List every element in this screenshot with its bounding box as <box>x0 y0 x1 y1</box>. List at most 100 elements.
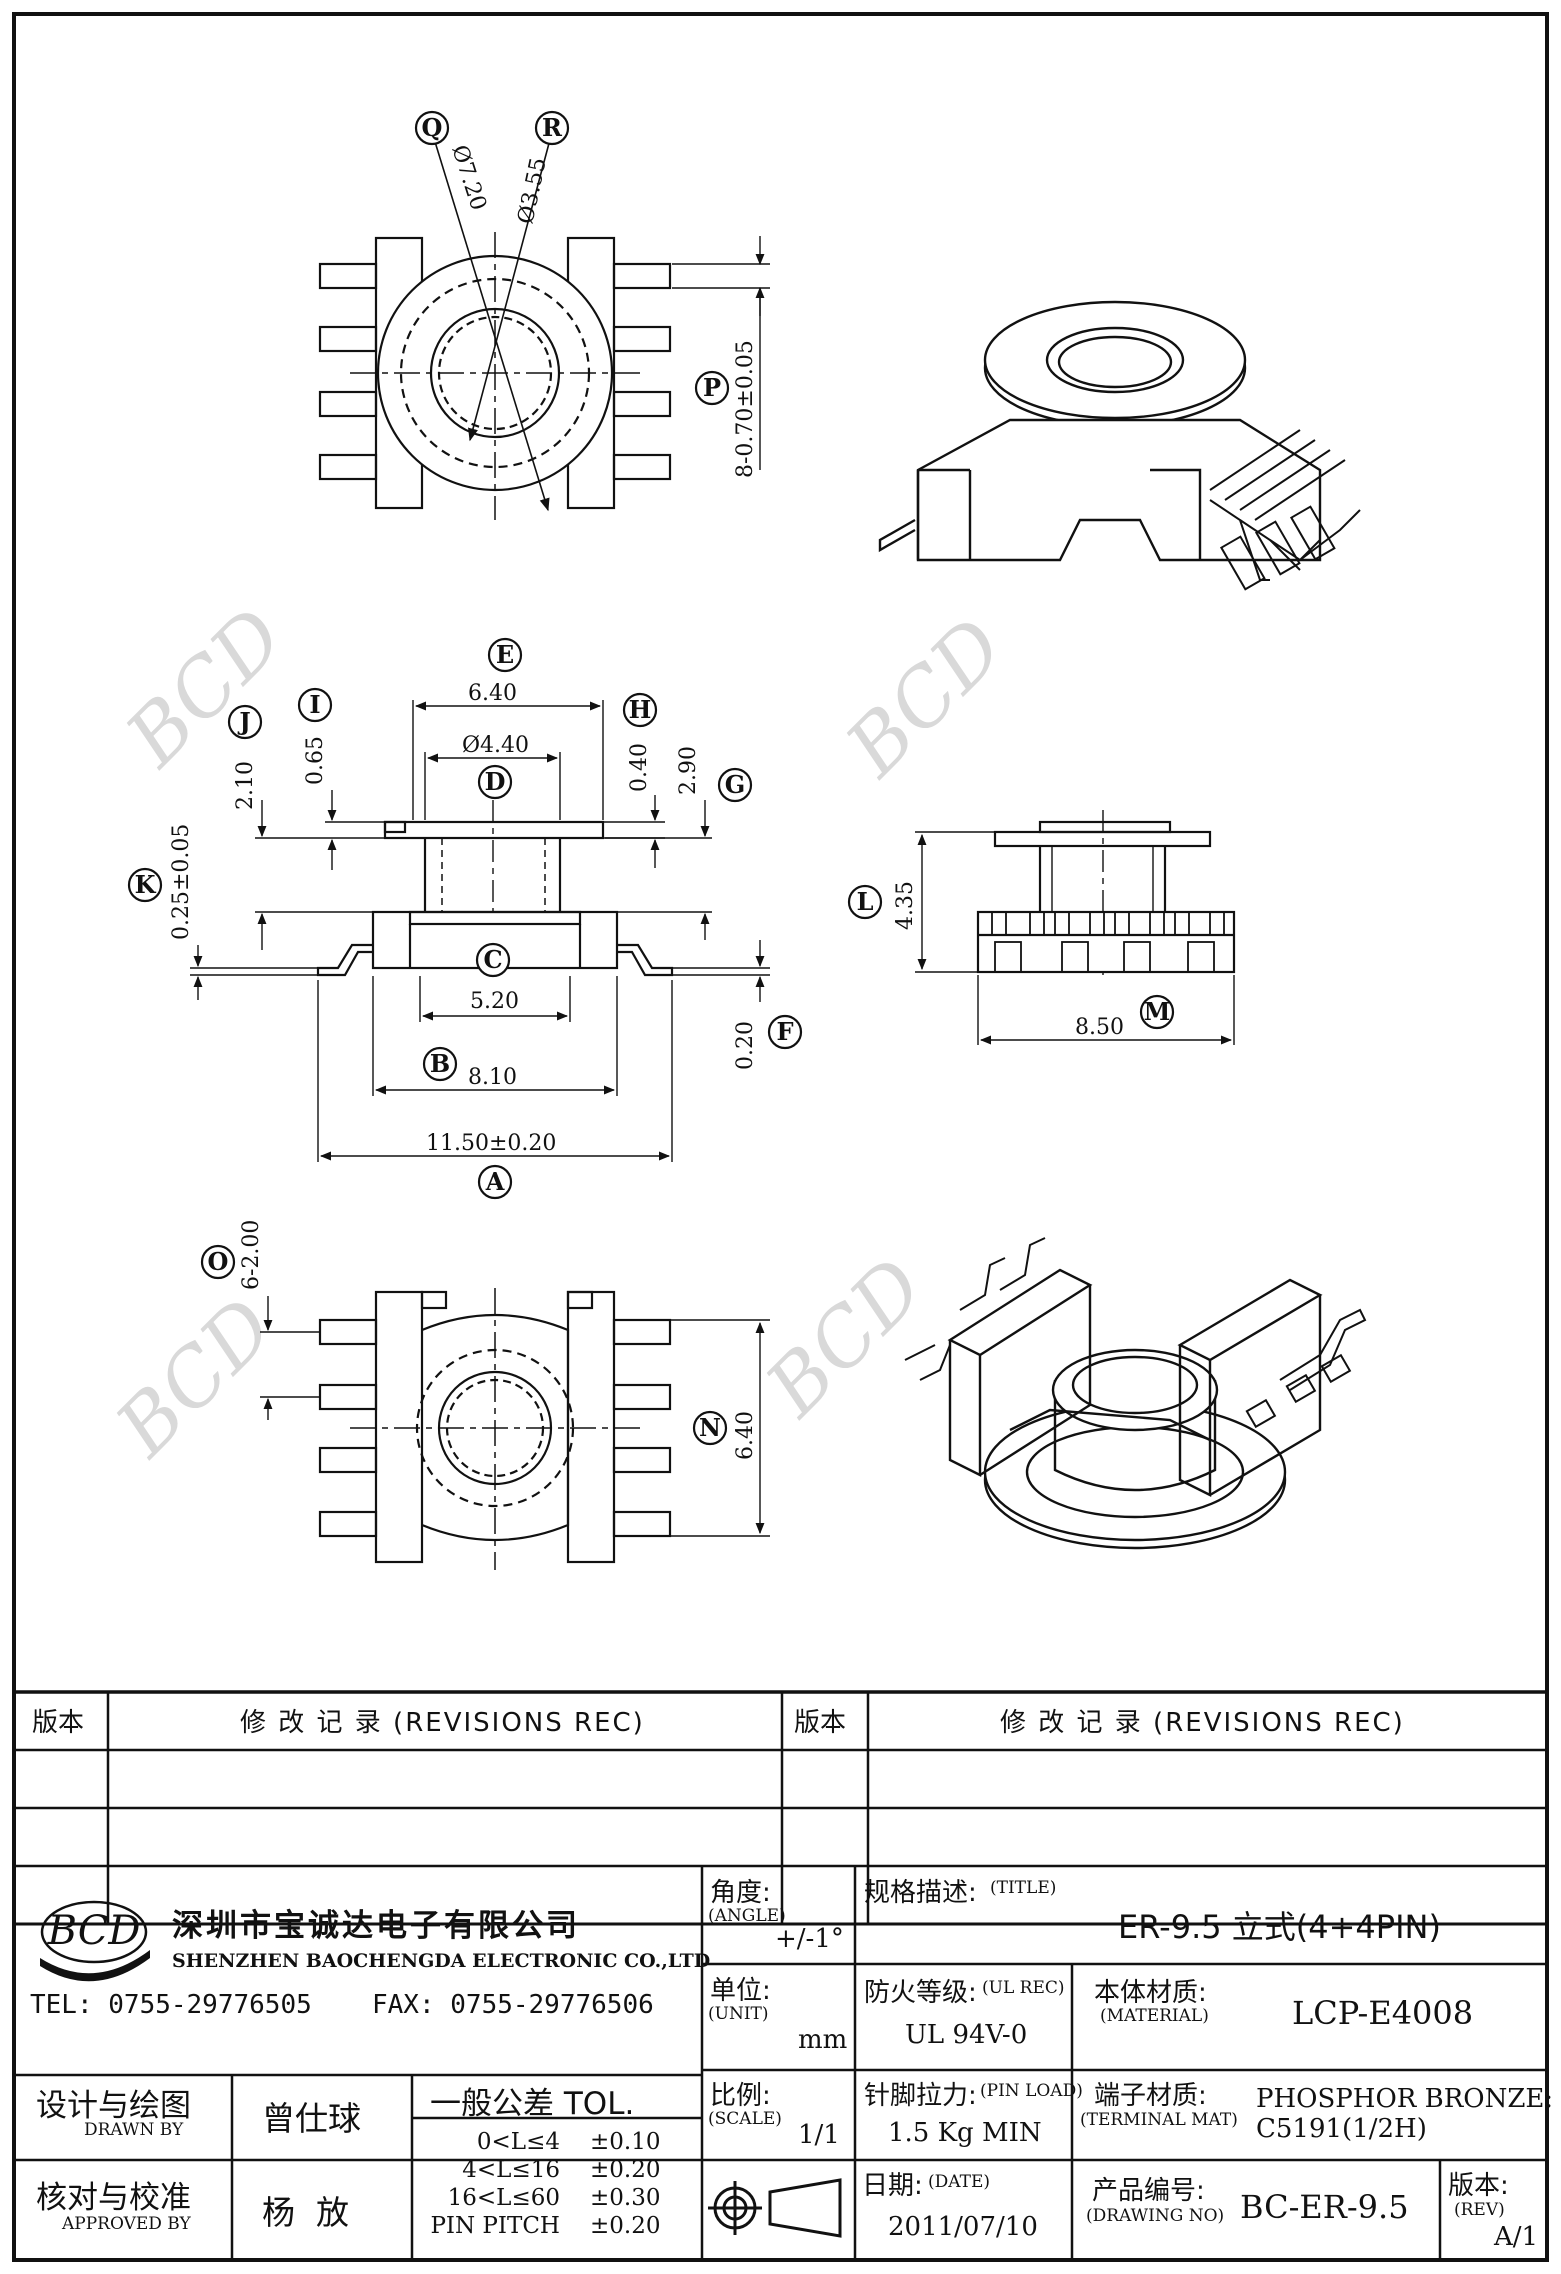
svg-text:B: B <box>430 1049 450 1078</box>
svg-text:E: E <box>496 640 514 669</box>
tolerance-row: PIN PITCH±0.20 <box>430 2213 661 2239</box>
company-fax: FAX: 0755-29776506 <box>372 1990 654 2020</box>
rev-records-label-left: 修 改 记 录 (REVISIONS REC) <box>240 1708 645 1738</box>
callout-g: G <box>717 767 753 803</box>
terminal-value-2: C5191(1/2H) <box>1256 2114 1427 2144</box>
angle-label-en: (ANGLE) <box>708 1906 786 1926</box>
top-view <box>318 131 770 520</box>
ul-label-en: (UL REC) <box>982 1978 1065 1998</box>
ul-value: UL 94V-0 <box>905 2020 1028 2050</box>
callout-d: D <box>477 764 513 800</box>
date-label-en: (DATE) <box>928 2172 990 2192</box>
callout-h: H <box>622 692 658 728</box>
watermark-2: BCD <box>828 602 1021 795</box>
scale-value: 1/1 <box>798 2120 840 2150</box>
tolerance-row: 4<L≤16±0.20 <box>462 2157 661 2183</box>
title-label-en: (TITLE) <box>990 1878 1057 1898</box>
pin-load-value: 1.5 Kg MIN <box>888 2118 1042 2148</box>
date-label: 日期: <box>862 2171 923 2201</box>
rev-label-en: (REV) <box>1454 2200 1505 2220</box>
dim-j: 2.10 <box>233 761 258 810</box>
terminal-value-1: PHOSPHOR BRONZE: <box>1256 2084 1554 2114</box>
angle-label: 角度: <box>710 1878 771 1908</box>
watermark-4: BCD <box>748 1242 941 1435</box>
dim-m: 8.50 <box>1075 1015 1124 1040</box>
side-view-labels: 4.35 8.50 <box>893 881 1124 1040</box>
watermark-3: BCD <box>98 1282 291 1475</box>
pin-load-label: 针脚拉力: <box>864 2081 977 2111</box>
approved-label-en: APPROVED BY <box>62 2214 191 2234</box>
dim-o: 6-2.00 <box>239 1220 264 1290</box>
terminal-label-en: (TERMINAL MAT) <box>1080 2110 1238 2130</box>
rev-label: 版本: <box>1448 2171 1509 2201</box>
front-view-labels: 6.40 Ø4.40 5.20 8.10 11.50±0.20 2.10 0.6… <box>169 681 758 1156</box>
title-block-grid <box>14 1690 1547 2260</box>
svg-text:L: L <box>857 887 874 916</box>
svg-text:Q: Q <box>422 113 443 142</box>
angle-value: +/-1° <box>775 1924 844 1954</box>
callout-o: O <box>200 1244 236 1280</box>
callout-q: Q <box>414 110 450 146</box>
dim-k: 0.25±0.05 <box>169 824 194 940</box>
watermark-1: BCD <box>108 592 301 785</box>
dim-f: 0.20 <box>733 1021 758 1070</box>
dim-e: 6.40 <box>468 681 517 706</box>
dim-g: 2.90 <box>676 746 701 795</box>
scale-label: 比例: <box>710 2081 771 2111</box>
svg-text:R: R <box>542 113 563 142</box>
callout-e: E <box>487 637 523 673</box>
rev-version-label-right: 版本 <box>794 1708 847 1738</box>
dim-a: 11.50±0.20 <box>426 1131 556 1156</box>
rev-version-label-left: 版本 <box>32 1708 85 1738</box>
rev-value: A/1 <box>1494 2222 1539 2252</box>
dim-b: 8.10 <box>468 1065 517 1090</box>
drawn-label: 设计与绘图 <box>36 2088 191 2124</box>
callout-r: R <box>534 110 570 146</box>
material-label-en: (MATERIAL) <box>1100 2006 1209 2026</box>
company-name-zh: 深圳市宝诚达电子有限公司 <box>172 1908 580 1944</box>
callout-c: C <box>475 942 511 978</box>
callout-p: P <box>694 370 730 406</box>
svg-text:M: M <box>1144 997 1171 1026</box>
svg-text:K: K <box>135 870 157 899</box>
title-value: ER-9.5 立式(4+4PIN) <box>1118 1908 1441 1946</box>
dim-c: 5.20 <box>470 989 519 1014</box>
dim-d: Ø4.40 <box>462 733 529 758</box>
callout-j: J <box>227 704 263 740</box>
svg-text:J: J <box>237 707 250 736</box>
iso-view-bottom <box>904 1237 1367 1550</box>
callout-m: M <box>1139 994 1175 1030</box>
callout-a: A <box>477 1164 513 1200</box>
dim-i: 0.65 <box>303 736 328 785</box>
unit-label: 单位: <box>710 1976 771 2006</box>
svg-text:D: D <box>485 767 506 796</box>
svg-text:F: F <box>776 1017 793 1046</box>
tolerance-row: 0<L≤4±0.10 <box>476 2129 661 2155</box>
svg-text:A: A <box>485 1167 505 1196</box>
approved-label: 核对与校准 <box>36 2180 191 2216</box>
svg-text:C: C <box>483 945 502 974</box>
pin-load-label-en: (PIN LOAD) <box>980 2081 1083 2101</box>
svg-text:O: O <box>208 1247 229 1276</box>
tolerance-label: 一般公差 TOL. <box>430 2086 635 2122</box>
material-value: LCP-E4008 <box>1292 1994 1474 2032</box>
callouts: Q R P E I J H D G K C B F A L M O N <box>127 110 1175 1446</box>
svg-text:H: H <box>629 695 652 724</box>
svg-text:P: P <box>703 373 721 402</box>
svg-text:I: I <box>309 690 320 719</box>
drawing-no-label-en: (DRAWING NO) <box>1086 2206 1225 2226</box>
projection-symbol <box>708 2178 842 2238</box>
dim-l: 4.35 <box>893 881 918 930</box>
sheet-border <box>12 12 1549 2262</box>
bottom-view-labels: 6-2.00 6.40 <box>239 1220 758 1460</box>
terminal-label: 端子材质: <box>1094 2081 1207 2111</box>
iso-view-top <box>878 300 1361 591</box>
callout-n: N <box>692 1410 728 1446</box>
dim-h: 0.40 <box>627 743 652 792</box>
company-tel: TEL: 0755-29776505 <box>30 1990 312 2020</box>
bottom-view <box>260 1288 770 1570</box>
title-label: 规格描述: <box>864 1878 977 1908</box>
company-logo: BCD <box>40 1900 150 1982</box>
drawing-no-label: 产品编号: <box>1092 2176 1205 2206</box>
